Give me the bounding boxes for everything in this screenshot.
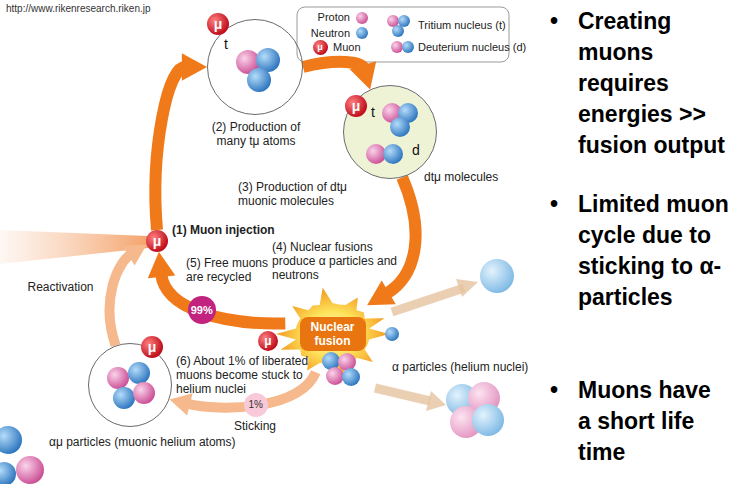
node-text: t bbox=[224, 36, 228, 52]
muon-symbol: μ bbox=[141, 336, 163, 358]
arrow-head bbox=[182, 53, 207, 81]
legend-text: Neutron bbox=[311, 27, 350, 40]
arrow-head bbox=[123, 245, 147, 266]
arrow-shaft bbox=[155, 67, 184, 230]
alpha-label: α particles (helium nuclei) bbox=[392, 360, 528, 374]
node-text: αμ particles (muonic helium atoms) bbox=[49, 435, 236, 449]
arrow-head bbox=[170, 393, 193, 415]
step-caption: (3) Production of dtμ muonic molecules bbox=[238, 180, 373, 208]
muon-ball: μ(1) Muon injection bbox=[146, 230, 168, 252]
cycle-arrow bbox=[367, 177, 415, 305]
bullet-text: Muons have a short life time bbox=[578, 375, 730, 468]
cycle-arrow bbox=[155, 53, 207, 230]
node-text: dtμ molecules bbox=[424, 170, 498, 184]
node-text: (2) Production of many tμ atoms bbox=[196, 120, 316, 148]
bullet-text: Creating muons requires energies >> fusi… bbox=[578, 6, 730, 161]
bullet: • bbox=[550, 189, 558, 220]
helium-circle: αμ particles (muonic helium atoms) bbox=[88, 343, 172, 427]
arrow-head bbox=[350, 61, 377, 89]
cycle-arrow bbox=[148, 252, 285, 324]
step-caption: (6) About 1% of liberated muons become s… bbox=[176, 354, 326, 396]
node-text: d bbox=[412, 142, 420, 158]
cycle-arrow bbox=[110, 245, 147, 346]
legend-text: Muon bbox=[333, 41, 361, 54]
source-url: http://www.rikenresearch.riken.jp bbox=[6, 3, 151, 15]
edge-label: 99% bbox=[188, 296, 216, 324]
bullet: • bbox=[550, 6, 558, 37]
legend-text: Proton bbox=[318, 11, 350, 24]
bullet: • bbox=[550, 375, 558, 406]
arrow-shaft bbox=[110, 254, 132, 346]
edge-label: Reactivation bbox=[26, 280, 96, 294]
burst-label: Nuclear fusion bbox=[300, 317, 366, 351]
arrow-head bbox=[367, 280, 396, 305]
legend-text: Tritium nucleus (t) bbox=[418, 19, 506, 32]
muon-symbol: μ bbox=[146, 230, 168, 252]
legend-text: Deuterium nucleus (d) bbox=[418, 41, 526, 54]
step-caption: (4) Nuclear fusions produce α particles … bbox=[272, 240, 397, 282]
cycle-arrow bbox=[303, 61, 376, 89]
sticking-label: Sticking bbox=[234, 419, 276, 433]
arrow-shaft bbox=[386, 177, 415, 293]
arrow-shaft bbox=[303, 62, 364, 68]
muon-symbol: μ bbox=[207, 13, 229, 35]
muon-symbol: μ bbox=[258, 331, 278, 351]
node-text: t bbox=[371, 104, 375, 120]
edge-label: 1% bbox=[244, 393, 268, 417]
muon-symbol: μ bbox=[313, 40, 328, 55]
bullet-text: Limited muon cycle due to sticking to α-… bbox=[578, 189, 730, 313]
muon-symbol: μ bbox=[345, 95, 367, 117]
node-text: (1) Muon injection bbox=[172, 223, 275, 237]
step-caption: (5) Free muons are recycled bbox=[186, 256, 272, 284]
arrow-head bbox=[148, 252, 176, 278]
